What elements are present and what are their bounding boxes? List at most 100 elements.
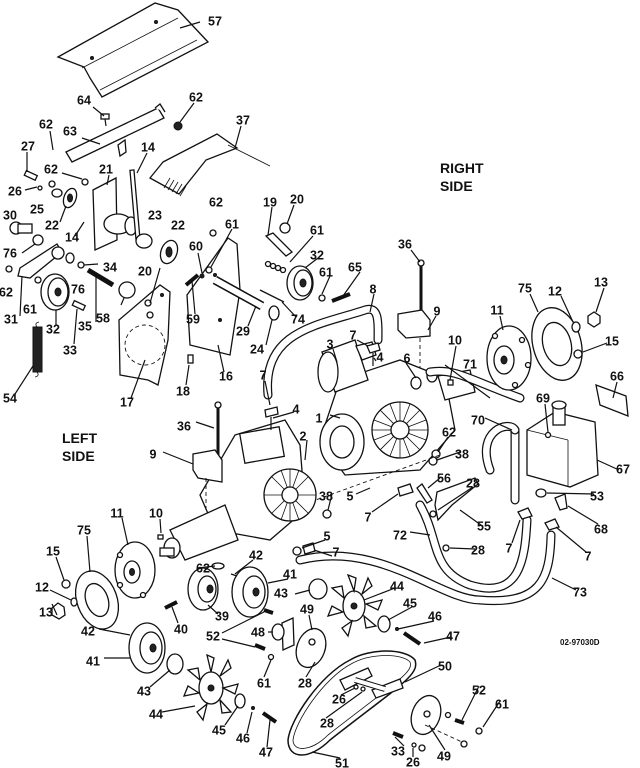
callout-61: 61 bbox=[23, 302, 37, 316]
callout-10: 10 bbox=[448, 333, 462, 347]
callout-23: 23 bbox=[148, 208, 162, 222]
bolt-18 bbox=[187, 354, 194, 364]
callout-47: 47 bbox=[259, 745, 273, 759]
callout-5: 5 bbox=[347, 489, 354, 503]
callout-27: 27 bbox=[21, 139, 35, 153]
callout-7: 7 bbox=[260, 368, 267, 382]
bracket-48 bbox=[271, 617, 295, 651]
callout-24: 24 bbox=[250, 342, 264, 356]
spacer-58 bbox=[118, 281, 136, 299]
washer-24 bbox=[268, 305, 280, 321]
clamp-7-c bbox=[397, 483, 414, 497]
fan-44-upper bbox=[326, 573, 384, 638]
callout-5: 5 bbox=[324, 529, 331, 543]
callout-35: 35 bbox=[78, 319, 92, 333]
callout-74: 74 bbox=[291, 312, 305, 326]
plate-49-upper bbox=[295, 627, 327, 669]
block-9-left bbox=[192, 449, 223, 483]
gasket-75-right bbox=[531, 307, 583, 381]
nut-61-b bbox=[205, 266, 213, 274]
nut-28-b bbox=[442, 544, 450, 552]
pin-40 bbox=[164, 600, 178, 610]
callout-12: 12 bbox=[548, 284, 562, 298]
callout-22: 22 bbox=[45, 218, 59, 232]
callout-31: 31 bbox=[4, 312, 18, 326]
plate-49-lower bbox=[410, 694, 442, 736]
callout-13: 13 bbox=[594, 275, 608, 289]
callout-53: 53 bbox=[590, 489, 604, 503]
transmission-2-left bbox=[159, 419, 317, 561]
callout-67: 67 bbox=[616, 462, 630, 476]
callout-4: 4 bbox=[293, 402, 300, 416]
callout-73: 73 bbox=[573, 585, 587, 599]
belt-51 bbox=[287, 650, 417, 756]
bolt-47-lower bbox=[261, 711, 278, 724]
bushing-76-b bbox=[65, 252, 75, 264]
callout-33: 33 bbox=[63, 343, 77, 357]
bolt-65 bbox=[331, 292, 351, 303]
nut-62-c bbox=[5, 265, 13, 273]
callout-62: 62 bbox=[39, 117, 53, 131]
callout-10: 10 bbox=[149, 506, 163, 520]
hose-71 bbox=[425, 366, 525, 403]
callout-70: 70 bbox=[471, 413, 485, 427]
callout-28: 28 bbox=[298, 676, 312, 690]
nut-62-a bbox=[48, 180, 56, 188]
bolt-36-left-head bbox=[214, 401, 222, 409]
callout-44: 44 bbox=[390, 579, 404, 593]
bracket-55 bbox=[434, 477, 479, 522]
callout-11: 11 bbox=[110, 506, 123, 520]
callout-8: 8 bbox=[370, 282, 377, 296]
washer-45-upper bbox=[377, 615, 391, 633]
bearing-22 bbox=[159, 239, 179, 265]
washer-12-left bbox=[70, 597, 78, 607]
callout-44: 44 bbox=[149, 707, 163, 721]
spring-54 bbox=[32, 321, 43, 378]
callout-41: 41 bbox=[283, 567, 297, 581]
callout-11: 11 bbox=[490, 303, 503, 317]
callout-14: 14 bbox=[65, 230, 79, 244]
callout-61: 61 bbox=[310, 223, 324, 237]
pin-56 bbox=[416, 483, 433, 504]
callout-41: 41 bbox=[86, 654, 100, 668]
bolt-60 bbox=[199, 273, 205, 279]
callout-38: 38 bbox=[455, 447, 469, 461]
plate-16 bbox=[186, 237, 241, 356]
bolt-52-b bbox=[254, 643, 266, 651]
callout-62: 62 bbox=[442, 425, 456, 439]
callout-43: 43 bbox=[137, 684, 151, 698]
callout-61: 61 bbox=[319, 265, 333, 279]
callout-36: 36 bbox=[398, 237, 412, 251]
plate-17 bbox=[118, 284, 171, 386]
callout-6: 6 bbox=[404, 351, 411, 365]
bolt-64 bbox=[100, 113, 110, 127]
callout-61: 61 bbox=[495, 697, 509, 711]
bolt-33 bbox=[71, 299, 87, 312]
callout-16: 16 bbox=[219, 369, 233, 383]
callout-28: 28 bbox=[320, 716, 334, 730]
bolt-59 bbox=[184, 273, 200, 287]
idler-bracket-50 bbox=[339, 667, 404, 699]
callout-9: 9 bbox=[150, 447, 157, 461]
callout-58: 58 bbox=[96, 311, 110, 325]
callout-75: 75 bbox=[518, 281, 532, 295]
shaft-29 bbox=[212, 276, 265, 310]
screw-46-lower bbox=[251, 706, 255, 710]
callout-13: 13 bbox=[39, 605, 53, 619]
key-42 bbox=[230, 573, 238, 577]
shield-37 bbox=[149, 133, 271, 197]
bushing-76 bbox=[32, 234, 44, 246]
clamp-7-a bbox=[517, 507, 533, 520]
nut-61 bbox=[34, 276, 42, 284]
callout-33: 33 bbox=[391, 744, 405, 758]
washer-52 bbox=[444, 711, 452, 719]
callout-12: 12 bbox=[35, 580, 49, 594]
callout-62: 62 bbox=[196, 561, 210, 575]
callout-25: 25 bbox=[30, 202, 44, 216]
callout-62: 62 bbox=[0, 285, 13, 299]
callout-52: 52 bbox=[472, 683, 486, 697]
nut-15-right bbox=[573, 349, 583, 359]
left-side-label-line2: SIDE bbox=[62, 448, 95, 464]
right-side-label-line2: SIDE bbox=[440, 178, 473, 194]
